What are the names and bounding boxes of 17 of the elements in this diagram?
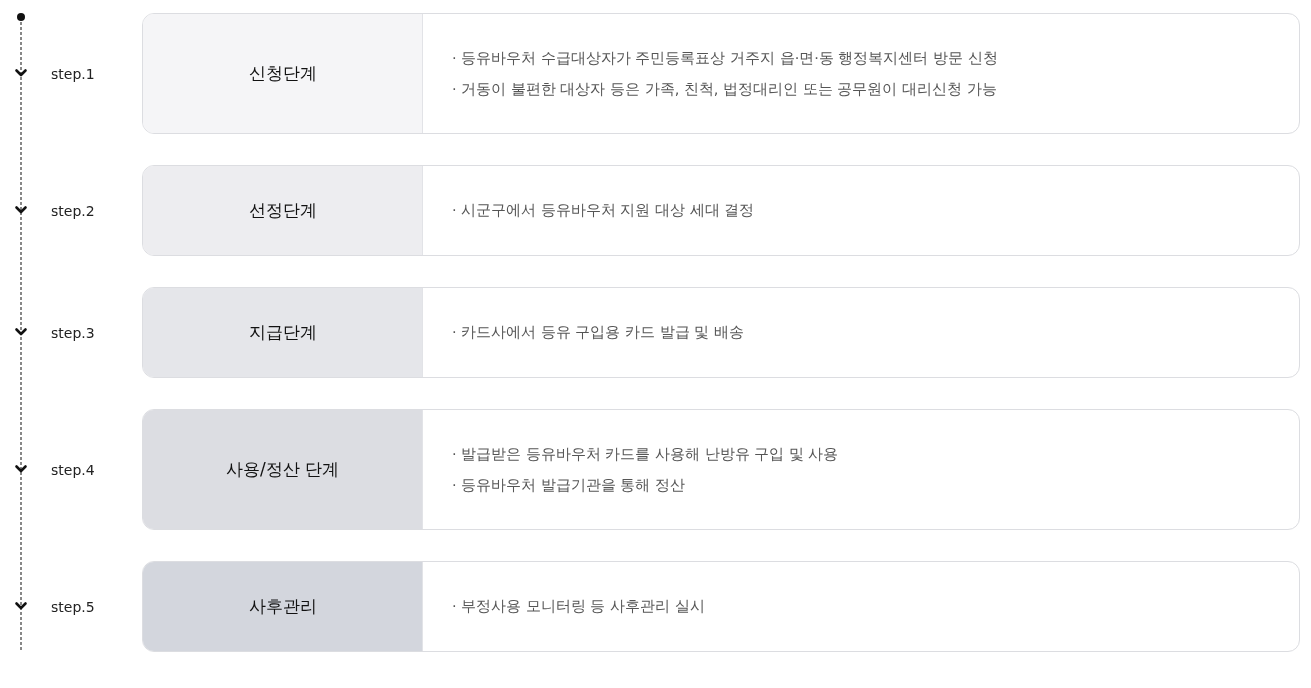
step-title: 사후관리 — [248, 595, 317, 618]
bullet-text: · 시군구에서 등유바우처 지원 대상 세대 결정 — [452, 201, 756, 220]
bullet-text: · 등유바우처 발급기관을 통해 정산 — [452, 475, 687, 495]
bullet-text: · 카드사에서 등유 구입용 카드 발급 및 배송 — [452, 323, 745, 342]
step-title: 선정단계 — [248, 199, 317, 222]
step-label: step.1 — [51, 65, 95, 82]
step-label: step.2 — [51, 202, 95, 219]
step-title: 지급단계 — [248, 321, 317, 344]
bullet-text: · 거동이 불편한 대상자 등은 가족, 친척, 법정대리인 또는 공무원이 대리신청 가능 — [452, 79, 998, 99]
step-label: step.4 — [51, 461, 95, 478]
step-label: step.5 — [51, 598, 95, 615]
step-title: 사용/정산 단계 — [225, 458, 340, 481]
step-title: 신청단계 — [248, 62, 317, 85]
bullet-text: · 발급받은 등유바우처 카드를 사용해 난방유 구입 및 사용 — [452, 444, 840, 464]
step-label: step.3 — [51, 324, 95, 341]
bullet-text: · 등유바우처 수급대상자가 주민등록표상 거주지 읍·면·동 행정복지센터 방문 신청 — [452, 48, 999, 68]
bullet-text: · 부정사용 모니터링 등 사후관리 실시 — [452, 597, 706, 616]
